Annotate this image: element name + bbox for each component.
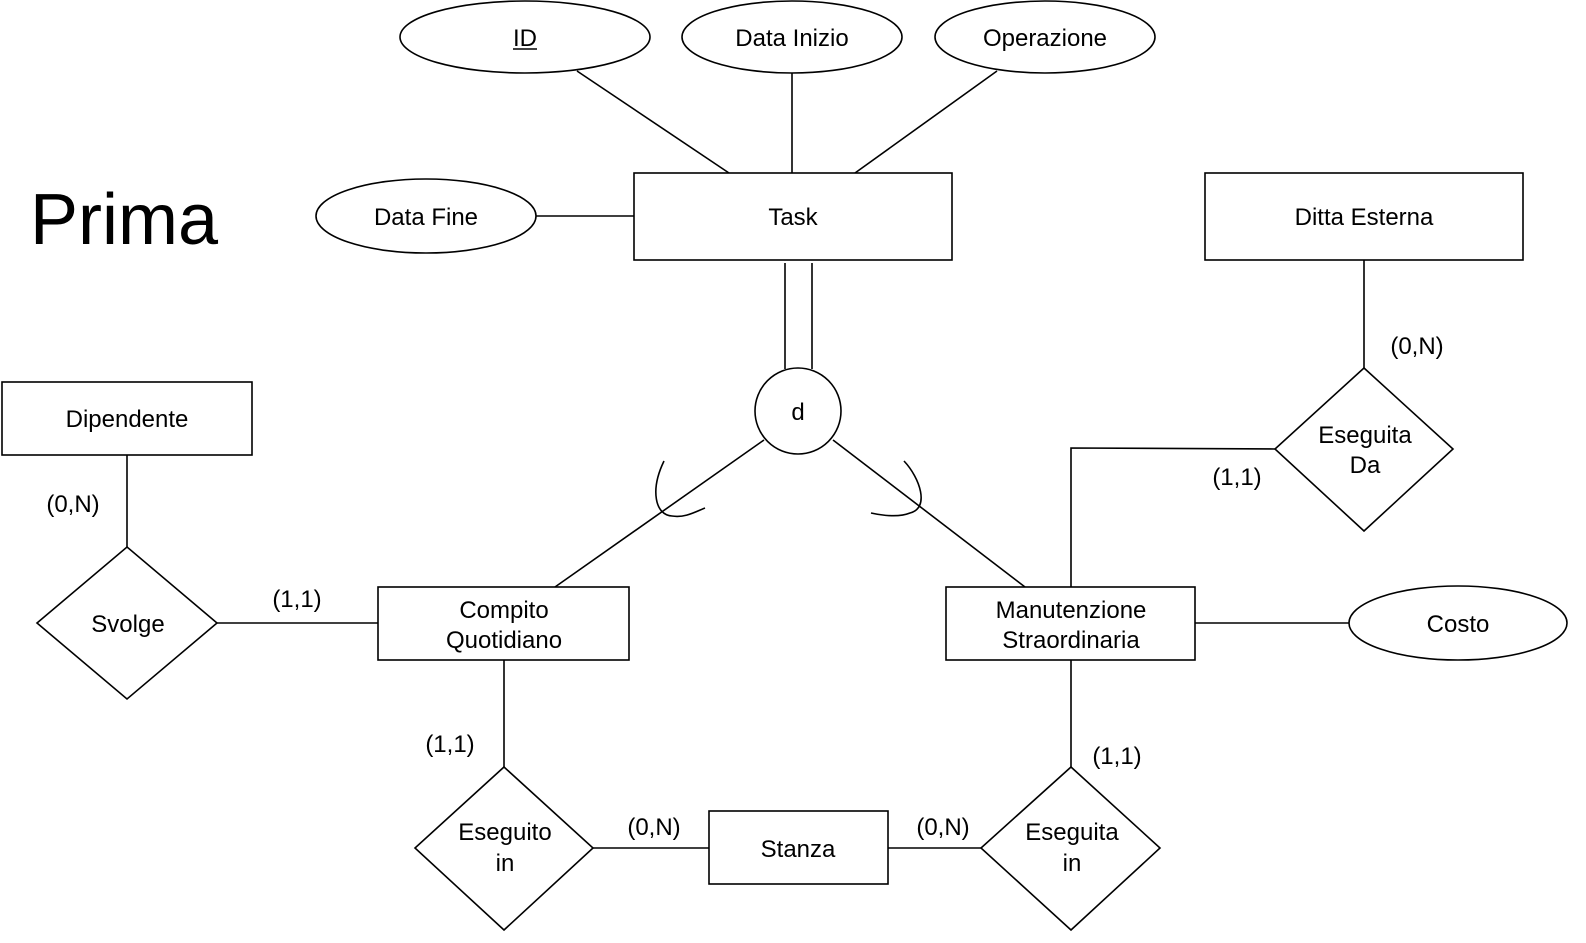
- entity-compito-quotidiano: Compito Quotidiano: [377, 586, 630, 661]
- card-eseguito-in-stanza: (0,N): [627, 814, 680, 841]
- attribute-data-inizio-label: Data Inizio: [735, 25, 848, 52]
- relationship-eseguita-da: Eseguita Da: [1273, 366, 1455, 533]
- line-gen-manutenzione: [832, 439, 1026, 588]
- attribute-costo-label: Costo: [1427, 611, 1490, 638]
- attribute-data-fine-label: Data Fine: [374, 204, 478, 231]
- diagram-title: Prima: [30, 180, 219, 260]
- attribute-costo: Costo: [1348, 585, 1568, 661]
- card-compito-eseguito-in: (1,1): [425, 731, 474, 758]
- entity-task: Task: [633, 172, 953, 261]
- line-id-task: [576, 70, 730, 174]
- card-manutenzione-eseguita-in: (1,1): [1092, 743, 1141, 770]
- relationship-eseguito-in: Eseguito in: [413, 765, 595, 932]
- relationship-eseguita-in-line1: Eseguita: [1025, 819, 1119, 846]
- card-svolge-compito: (1,1): [272, 586, 321, 613]
- entity-manutenzione-straordinaria-line2: Straordinaria: [1002, 627, 1140, 654]
- relationship-eseguita-da-line1: Eseguita: [1318, 422, 1412, 449]
- relationship-eseguita-in-line2: in: [1063, 850, 1082, 877]
- entity-dipendente-label: Dipendente: [66, 406, 189, 433]
- card-ditta-eseguita-da: (0,N): [1390, 333, 1443, 360]
- connector-lines: [126, 70, 1365, 849]
- entity-stanza-label: Stanza: [761, 836, 836, 863]
- entity-dipendente: Dipendente: [1, 381, 253, 456]
- entity-stanza: Stanza: [708, 810, 889, 885]
- line-operazione-task: [854, 70, 998, 174]
- relationship-svolge-label: Svolge: [91, 611, 164, 638]
- relationship-eseguita-in: Eseguita in: [979, 765, 1162, 932]
- attribute-id-label: ID: [513, 25, 537, 52]
- attribute-data-inizio: Data Inizio: [681, 0, 903, 74]
- entity-manutenzione-straordinaria: Manutenzione Straordinaria: [945, 586, 1196, 661]
- relationship-eseguito-in-line1: Eseguito: [458, 819, 551, 846]
- card-dipendente-svolge: (0,N): [46, 491, 99, 518]
- entity-compito-quotidiano-line1: Compito: [459, 597, 548, 624]
- generalization-disjoint: d: [754, 367, 842, 455]
- relationship-eseguito-in-line2: in: [496, 850, 515, 877]
- attribute-data-fine: Data Fine: [315, 178, 537, 254]
- arc-left: [655, 460, 706, 518]
- generalization-symbol: d: [791, 399, 804, 426]
- entity-compito-quotidiano-line2: Quotidiano: [446, 627, 562, 654]
- arc-right: [870, 460, 922, 517]
- entity-manutenzione-straordinaria-line1: Manutenzione: [996, 597, 1147, 624]
- relationship-svolge: Svolge: [35, 545, 219, 701]
- line-manutenzione-eseguita-da: [1070, 447, 1276, 587]
- entity-task-label: Task: [768, 204, 818, 231]
- entity-ditta-esterna: Ditta Esterna: [1204, 172, 1524, 261]
- relationship-eseguita-da-line2: Da: [1350, 452, 1381, 479]
- card-manutenzione-eseguita-da: (1,1): [1212, 464, 1261, 491]
- card-stanza-eseguita-in: (0,N): [916, 814, 969, 841]
- line-gen-compito: [554, 439, 765, 588]
- attribute-operazione-label: Operazione: [983, 25, 1107, 52]
- cardinalities: (0,N) (1,1) (1,1) (0,N) (0,N) (1,1) (0,N…: [46, 333, 1443, 841]
- attribute-operazione: Operazione: [934, 0, 1156, 74]
- entity-ditta-esterna-label: Ditta Esterna: [1295, 204, 1434, 231]
- attribute-id: ID: [399, 0, 651, 74]
